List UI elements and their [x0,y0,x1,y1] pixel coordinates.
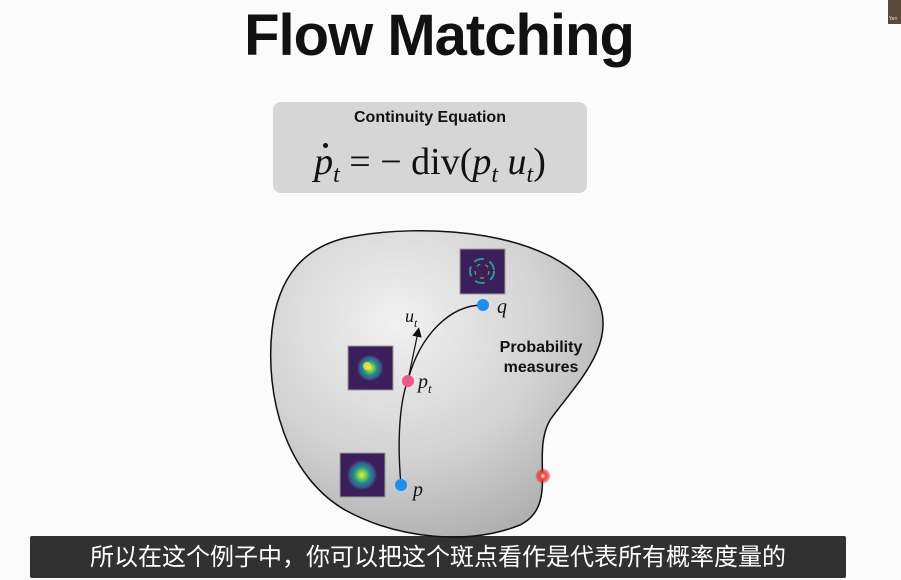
heatmap-pt [347,345,394,391]
velocity-arrow [407,327,422,381]
region-label-line2: measures [504,359,579,376]
probability-region [269,229,604,538]
point-q-dot [477,299,489,311]
eq-operator: = − div( [349,141,473,183]
eq-lhs-var: p [314,141,334,183]
label-pt-var: p [416,371,428,393]
label-q: q [497,296,507,318]
region-label-line1: Probability [500,339,583,356]
equation-label: Continuity Equation [354,109,506,126]
eq-sub2: t [526,162,534,188]
heatmap-p [339,452,386,498]
subtitle-caption: 所以在这个例子中，你可以把这个斑点看作是代表所有概率度量的 [30,536,846,578]
eq-close: ) [533,141,546,183]
continuity-equation: pt = − div(pt ut) [273,140,587,189]
eq-var1: p [472,141,492,183]
label-ut-sub: t [414,316,418,330]
label-pt-sub: t [428,381,432,396]
label-p: p [411,479,423,501]
webcam-label: Yan [889,16,898,22]
point-p-dot [395,479,407,491]
eq-lhs-sub: t [333,162,340,188]
slide-title: Flow Matching [244,3,635,68]
eq-var2: u [507,141,527,183]
label-pt: pt [416,371,432,396]
webcam-thumbnail[interactable] [888,0,901,24]
eq-sub1: t [491,162,499,188]
laser-pointer-cursor [535,468,551,484]
point-pt-dot [402,375,414,387]
label-ut: ut [405,306,418,330]
heatmap-q [459,248,506,295]
label-ut-var: u [405,306,414,326]
equation-box: Continuity Equation pt = − div(pt ut) [273,102,587,193]
